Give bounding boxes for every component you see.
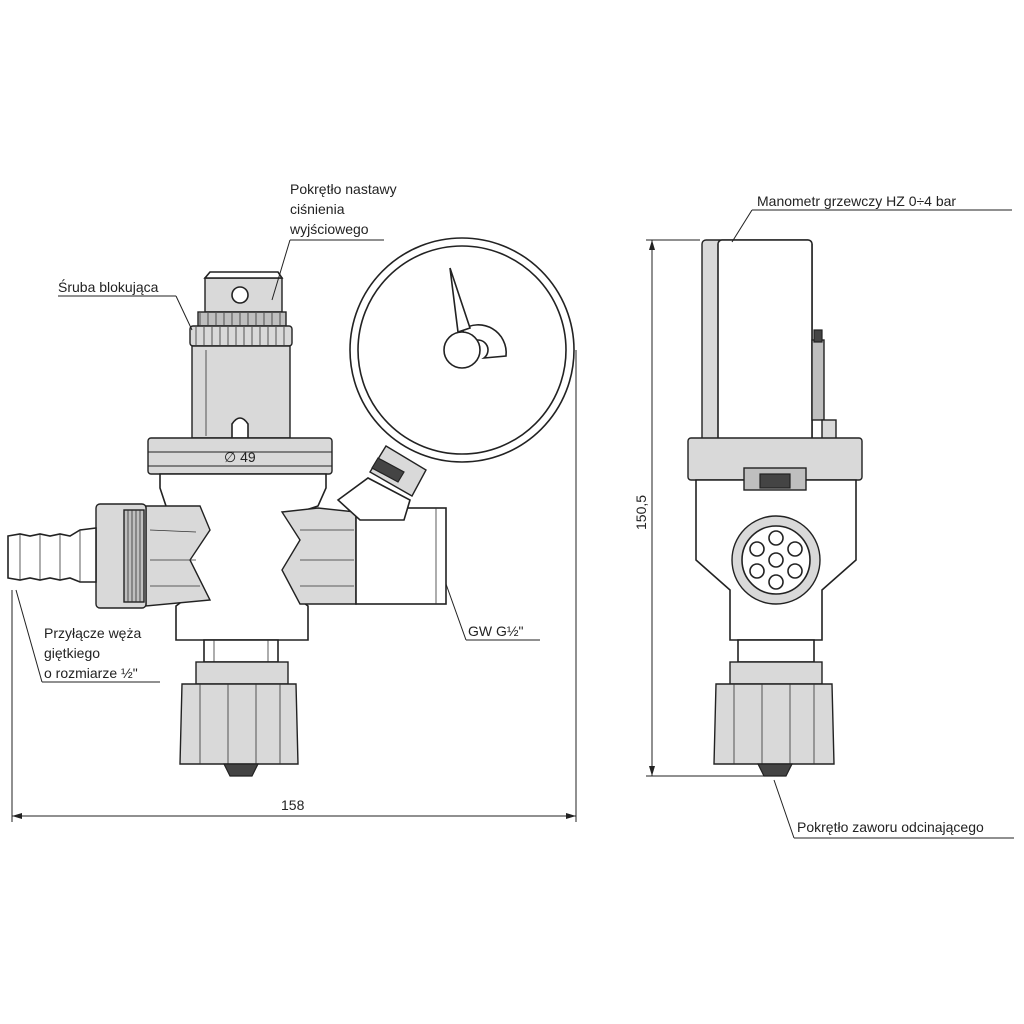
front-view bbox=[7, 237, 575, 777]
leaders bbox=[15, 209, 1014, 839]
gauge-side bbox=[701, 239, 837, 463]
shutoff-knob-label: Pokrętło zaworu odcinającego bbox=[797, 819, 984, 835]
hose-connector-label-line1: Przyłącze węża bbox=[44, 625, 141, 641]
lock-screw-label: Śruba blokująca bbox=[58, 278, 159, 295]
adjust-knob-label-line2: ciśnienia bbox=[290, 201, 345, 217]
width-dimension-label: 158 bbox=[281, 797, 305, 813]
dimensions bbox=[11, 239, 764, 822]
flange bbox=[147, 437, 333, 475]
female-thread-label: GW G½" bbox=[468, 623, 524, 639]
hose-connector bbox=[7, 503, 147, 609]
bonnet bbox=[191, 345, 291, 439]
adjust-knob-label-line1: Pokrętło nastawy bbox=[290, 181, 397, 197]
bottom-fitting bbox=[179, 639, 299, 777]
lock-screw bbox=[189, 311, 293, 347]
gauge-front bbox=[336, 237, 575, 521]
side-bottom-fitting bbox=[713, 639, 835, 777]
diameter-label: ∅ 49 bbox=[224, 449, 256, 465]
valve-body bbox=[145, 473, 447, 641]
hose-connector-label-line2: giętkiego bbox=[44, 645, 100, 661]
gauge-label: Manometr grzewczy HZ 0÷4 bar bbox=[757, 193, 956, 209]
labels: Pokrętło nastawy ciśnienia wyjściowego Ś… bbox=[44, 181, 984, 835]
adjust-knob-label-line3: wyjściowego bbox=[289, 221, 369, 237]
side-body bbox=[687, 437, 863, 641]
adjust-knob-cap bbox=[203, 271, 284, 313]
height-dimension-label: 150,5 bbox=[633, 495, 649, 530]
side-view bbox=[687, 239, 863, 777]
hose-connector-label-line3: o rozmiarze ½" bbox=[44, 665, 138, 681]
